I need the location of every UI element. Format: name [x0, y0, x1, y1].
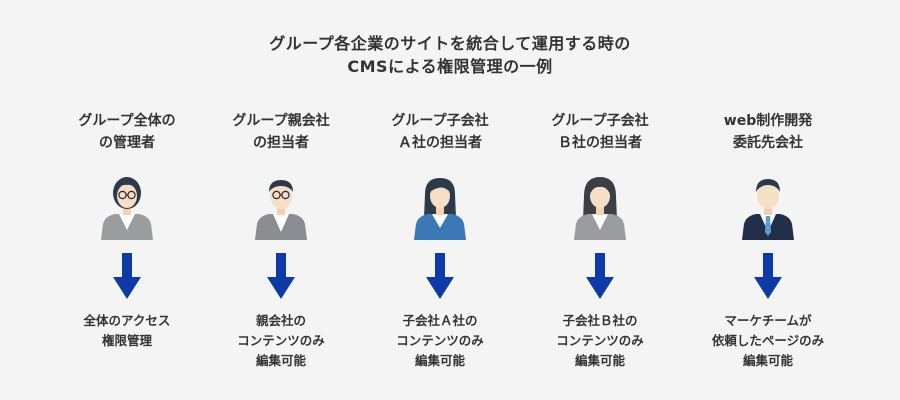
subsidiary-b-woman-icon: [574, 177, 626, 240]
arrow-down-icon: [586, 253, 614, 299]
column-group-admin: グループ全体の の管理者 全体のアクセス 権限管理: [47, 110, 207, 351]
arrow-down-icon: [426, 253, 454, 299]
role-label: グループ親会社 の担当者: [232, 113, 330, 151]
permission-label: 親会社の コンテンツのみ 編集可能: [237, 313, 325, 368]
diagram-title: グループ各企業のサイトを統合して運用する時の CMSによる権限管理の一例: [0, 32, 900, 78]
vendor-man-suit-icon: [742, 179, 794, 240]
role-label: グループ全体の の管理者: [78, 113, 176, 151]
role-label: web制作開発 委託先会社: [723, 113, 813, 151]
permission-label: 子会社Ａ社の コンテンツのみ 編集可能: [396, 313, 484, 368]
column-vendor: web制作開発 委託先会社 マーケチームが 依頼したページのみ 編集可能: [688, 110, 848, 371]
arrow-down-icon: [267, 253, 295, 299]
arrow-down-icon: [113, 253, 141, 299]
permission-label: 子会社Ｂ社の コンテンツのみ 編集可能: [556, 313, 644, 368]
role-label: グループ子会社 Ａ社の担当者: [391, 113, 489, 151]
column-subsidiary-b: グループ子会社 Ｂ社の担当者 子会社Ｂ社の コンテンツのみ 編集可能: [520, 110, 680, 371]
permission-label: マーケチームが 依頼したページのみ 編集可能: [711, 313, 825, 368]
permission-label: 全体のアクセス 権限管理: [83, 313, 171, 348]
title-line-2: CMSによる権限管理の一例: [347, 57, 553, 76]
arrow-down-icon: [754, 253, 782, 299]
column-subsidiary-a: グループ子会社 Ａ社の担当者 子会社Ａ社の コンテンツのみ 編集可能: [360, 110, 520, 371]
column-parent-company: グループ親会社 の担当者 親会社の コンテンツのみ 編集可能: [201, 110, 361, 371]
role-label: グループ子会社 Ｂ社の担当者: [551, 113, 649, 151]
title-line-1: グループ各企業のサイトを統合して運用する時の: [269, 34, 631, 53]
parent-company-man-icon: [255, 180, 307, 240]
subsidiary-a-woman-icon: [414, 178, 466, 240]
admin-woman-glasses-icon: [101, 177, 153, 240]
